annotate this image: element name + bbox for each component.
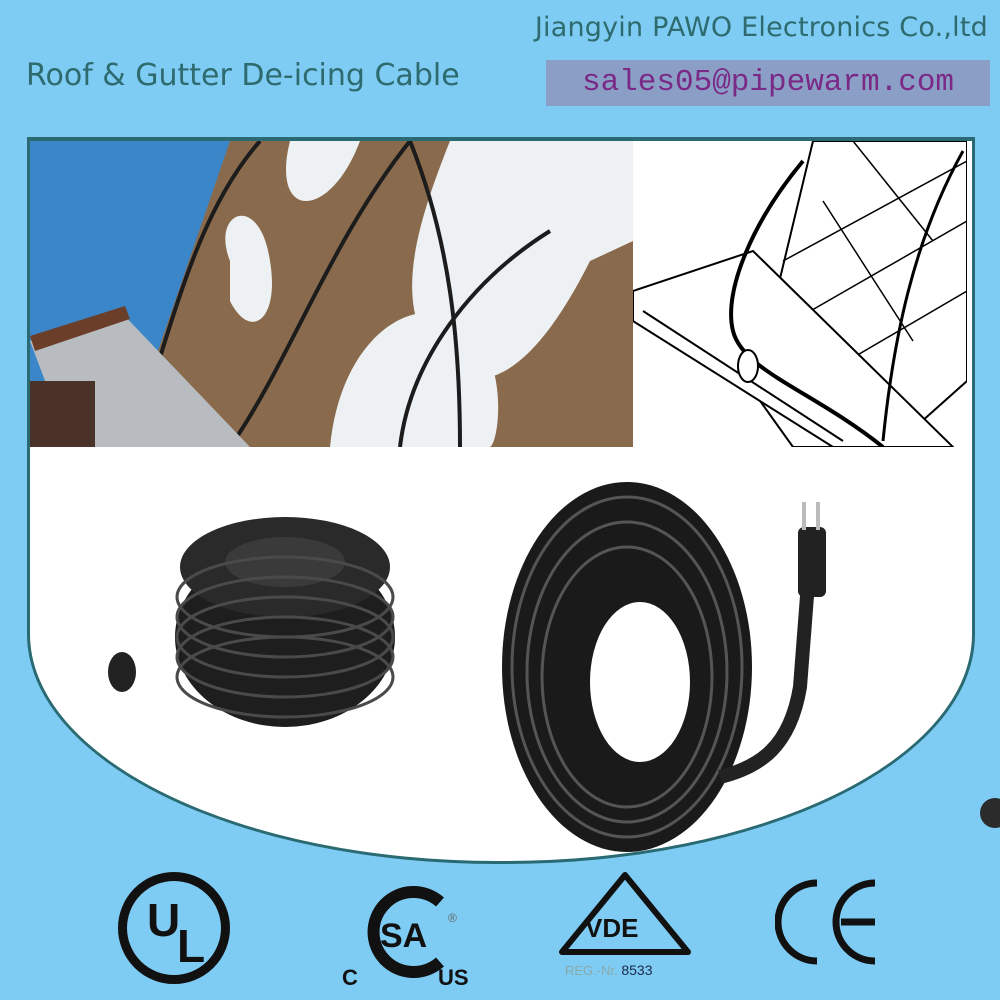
- ul-certification-icon: U L: [118, 872, 230, 984]
- gutter-drawing: [633, 141, 967, 447]
- certification-logos: U L SA ® C US VDE REG.-Nr. 8533: [0, 862, 1000, 1000]
- roof-photo: [30, 141, 633, 447]
- svg-text:C: C: [342, 965, 358, 987]
- company-name: Jiangyin PAWO Electronics Co.,ltd: [534, 12, 988, 43]
- vde-certification-icon: VDE: [555, 867, 695, 987]
- cable-coil-eu-image: [108, 517, 395, 727]
- vde-reg-number: REG.-Nr. 8533: [565, 962, 653, 978]
- product-headline: Roof & Gutter De-icing Cable: [26, 58, 460, 93]
- svg-text:SA: SA: [380, 917, 427, 955]
- svg-text:®: ®: [448, 911, 457, 925]
- csa-certification-icon: SA ® C US: [340, 877, 480, 990]
- ce-certification-icon: [774, 877, 885, 967]
- svg-text:US: US: [438, 965, 469, 987]
- product-frame: [27, 137, 975, 864]
- plug-fragment: [980, 798, 1000, 828]
- contact-email[interactable]: sales05@pipewarm.com: [546, 60, 990, 106]
- svg-text:VDE: VDE: [585, 913, 638, 943]
- cable-coil-us-image: [502, 482, 826, 852]
- products-area: [30, 447, 972, 861]
